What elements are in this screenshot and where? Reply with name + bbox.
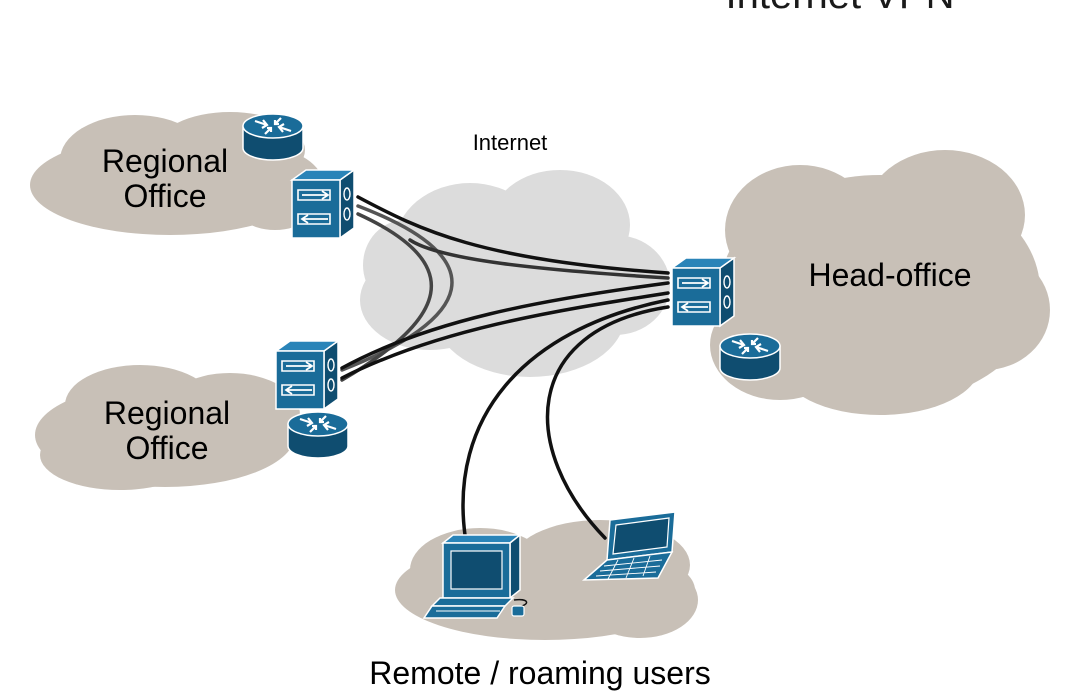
internet-label: Internet (472, 130, 548, 155)
tunnel-ro1-head-a (356, 195, 670, 275)
regional-office-1-label: Regional Office (101, 143, 229, 214)
vpn-diagram: Internet VPN Internet Regional Office Re… (30, 0, 1050, 690)
firewall-icon (671, 257, 735, 327)
firewall-icon (275, 340, 339, 410)
firewall-icon (291, 169, 355, 239)
regional-office-2-label: Regional Office (103, 395, 231, 466)
tunnel-ro2-head-b (340, 291, 670, 380)
tunnel-ro2-head-a (340, 281, 670, 370)
router-icon (286, 410, 350, 460)
link-desktop-head (461, 298, 670, 537)
remote-users-label: Remote / roaming users (369, 655, 711, 691)
link-laptop-head (545, 305, 670, 540)
tunnel-ro1-ro2-b (340, 212, 434, 382)
router-icon (718, 332, 782, 382)
head-office-label: Head-office (808, 257, 972, 293)
diagram-title: Internet VPN (640, 0, 1040, 17)
tunnel-head-ro1-b (408, 238, 670, 280)
regional-office-2-cloud (35, 365, 300, 490)
laptop-icon (581, 511, 676, 581)
vpn-tunnels (340, 195, 670, 540)
diagram-canvas (30, 112, 1050, 640)
desktop-computer-icon (422, 533, 528, 619)
